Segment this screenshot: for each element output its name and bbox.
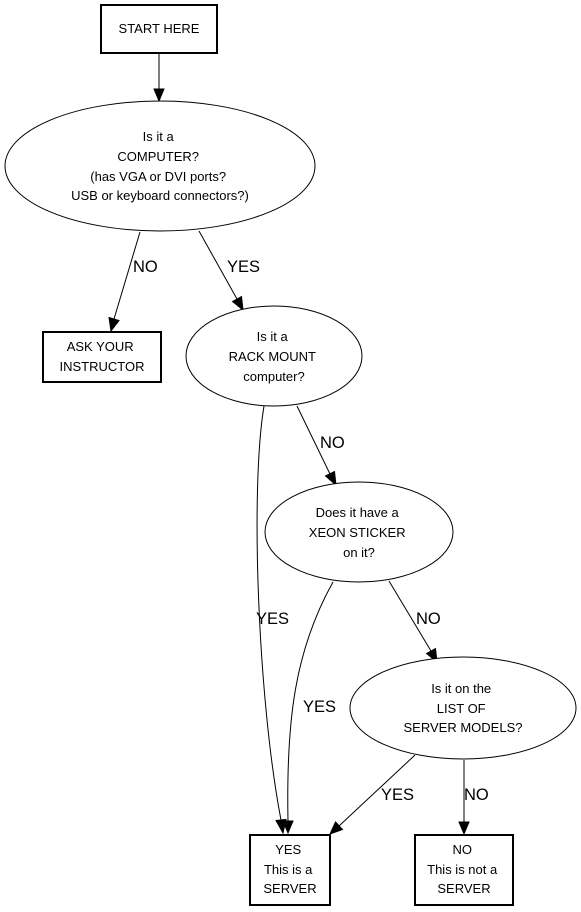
edge-computer-to-rack-mount (198, 230, 244, 312)
xeon-sticker-decision: Does it have a XEON STICKER on it? (264, 481, 454, 583)
edge-label-xeon-no: NO (416, 610, 441, 628)
edge-label-computer-no: NO (133, 258, 158, 276)
xeon-sticker-text: Does it have a XEON STICKER on it? (309, 505, 409, 560)
server-list-decision: Is it on the LIST OF SERVER MODELS? (349, 656, 577, 760)
edge-label-list-yes: YES (381, 786, 414, 804)
start-node: START HERE (100, 4, 218, 54)
edge-computer-to-ask-instructor (108, 231, 141, 333)
yes-server-node: YES This is a SERVER (249, 834, 331, 906)
edge-label-computer-yes: YES (227, 258, 260, 276)
edge-start-to-computer (153, 53, 165, 103)
server-list-text: Is it on the LIST OF SERVER MODELS? (404, 681, 523, 735)
edge-labels: NO YES NO YES YES NO YES NO (133, 258, 489, 804)
edge-rack-to-xeon (296, 405, 337, 487)
yes-server-text: YES This is a SERVER (263, 842, 316, 896)
is-computer-decision: Is it a COMPUTER? (has VGA or DVI ports?… (4, 100, 316, 232)
edge-xeon-to-yes-server (282, 581, 334, 835)
is-computer-text: Is it a COMPUTER? (has VGA or DVI ports?… (71, 129, 249, 203)
edge-label-rack-yes: YES (256, 610, 289, 628)
rack-mount-decision: Is it a RACK MOUNT computer? (185, 305, 363, 407)
ask-instructor-node: ASK YOUR INSTRUCTOR (42, 331, 162, 383)
edge-label-xeon-yes: YES (303, 698, 336, 716)
ask-instructor-text: ASK YOUR INSTRUCTOR (60, 339, 145, 374)
edge-list-to-yes-server (329, 754, 416, 835)
edge-list-to-no-server (458, 760, 470, 836)
no-server-node: NO This is not a SERVER (414, 834, 514, 906)
start-node-text: START HERE (119, 21, 200, 36)
no-server-text: NO This is not a SERVER (427, 842, 501, 896)
edge-label-rack-no: NO (320, 434, 345, 452)
edge-label-list-no: NO (464, 786, 489, 804)
rack-mount-text: Is it a RACK MOUNT computer? (229, 329, 320, 384)
edges (108, 53, 470, 836)
